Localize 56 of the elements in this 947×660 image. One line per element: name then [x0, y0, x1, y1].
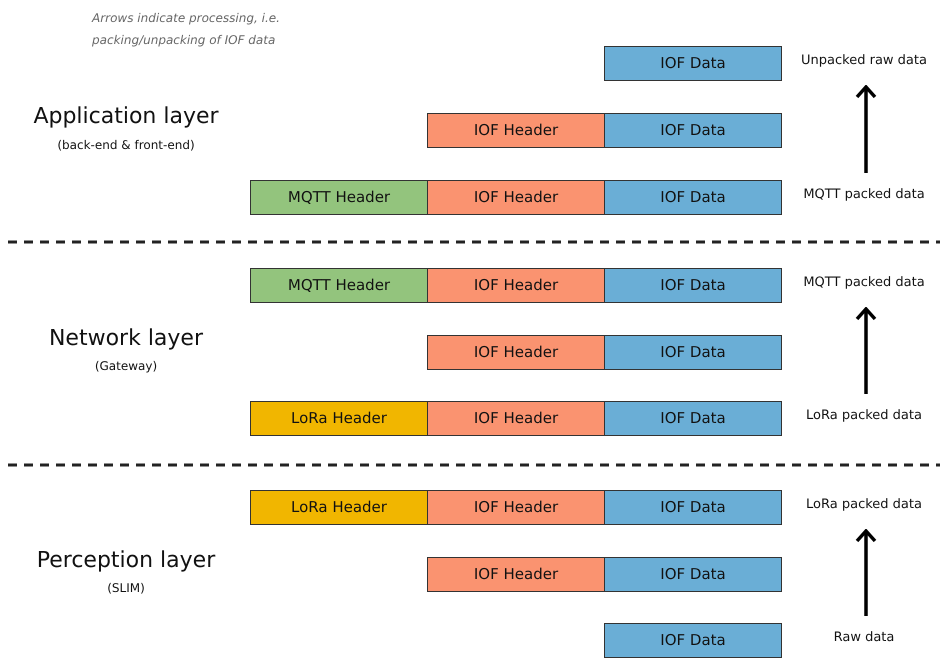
field-label: IOF Data: [660, 565, 726, 583]
header-field-box: [427, 400, 605, 436]
header-field-box: [427, 490, 605, 524]
header-field-box: [427, 556, 605, 592]
header-field-box: [604, 180, 782, 214]
field-label: IOF Data: [660, 54, 726, 72]
header-field-box: [604, 46, 782, 80]
data-state-label: MQTT packed data: [784, 261, 944, 304]
header-field-box: [250, 268, 428, 302]
header-field-box: [427, 112, 605, 148]
field-label: MQTT Header: [288, 276, 390, 294]
layer-subtitle: (back-end & front-end): [56, 138, 196, 152]
field-label: IOF Header: [474, 276, 558, 294]
header-field-box: [604, 268, 782, 302]
field-label: IOF Header: [474, 498, 558, 516]
header-field-box: [250, 400, 428, 436]
header-field-box: [604, 334, 782, 370]
header-field-box: [427, 180, 605, 214]
note-text: Arrows indicate processing, i.e. packing/unpacking of IOF data: [92, 10, 281, 49]
field-label: IOF Data: [660, 631, 726, 649]
data-state-label: Unpacked raw data: [784, 39, 944, 82]
layer-title: Perception layer: [36, 548, 216, 573]
layer-subtitle: (Gateway): [94, 359, 158, 374]
layer-title: Network layer: [48, 326, 204, 351]
arrow: [855, 307, 877, 394]
header-field-box: [604, 112, 782, 148]
field-label: IOF Data: [660, 276, 726, 294]
field-label: IOF Header: [474, 409, 558, 427]
header-field-box: [427, 334, 605, 370]
field-label: IOF Header: [474, 121, 558, 139]
data-state-label: Raw data: [784, 616, 944, 659]
header-field-box: [250, 180, 428, 214]
data-state-label: LoRa packed data: [784, 394, 944, 437]
layer-subtitle: (SLIM): [106, 581, 146, 596]
field-label: IOF Header: [474, 188, 558, 206]
header-field-box: [604, 400, 782, 436]
arrow: [855, 85, 877, 173]
field-label: MQTT Header: [288, 188, 390, 206]
field-label: IOF Data: [660, 188, 726, 206]
field-label: IOF Data: [660, 343, 726, 361]
field-label: LoRa Header: [291, 498, 387, 516]
arrow: [855, 529, 877, 616]
data-state-label: MQTT packed data: [784, 173, 944, 216]
header-field-box: [427, 268, 605, 302]
field-label: IOF Data: [660, 498, 726, 516]
header-field-box: [250, 490, 428, 524]
field-label: IOF Header: [474, 343, 558, 361]
layer-title: Application layer: [32, 104, 220, 129]
header-field-box: [604, 556, 782, 592]
field-label: LoRa Header: [291, 409, 387, 427]
data-state-label: LoRa packed data: [784, 483, 944, 526]
field-label: IOF Data: [660, 409, 726, 427]
header-field-box: [604, 490, 782, 524]
field-label: IOF Header: [474, 565, 558, 583]
field-label: IOF Data: [660, 121, 726, 139]
header-field-box: [604, 622, 782, 658]
